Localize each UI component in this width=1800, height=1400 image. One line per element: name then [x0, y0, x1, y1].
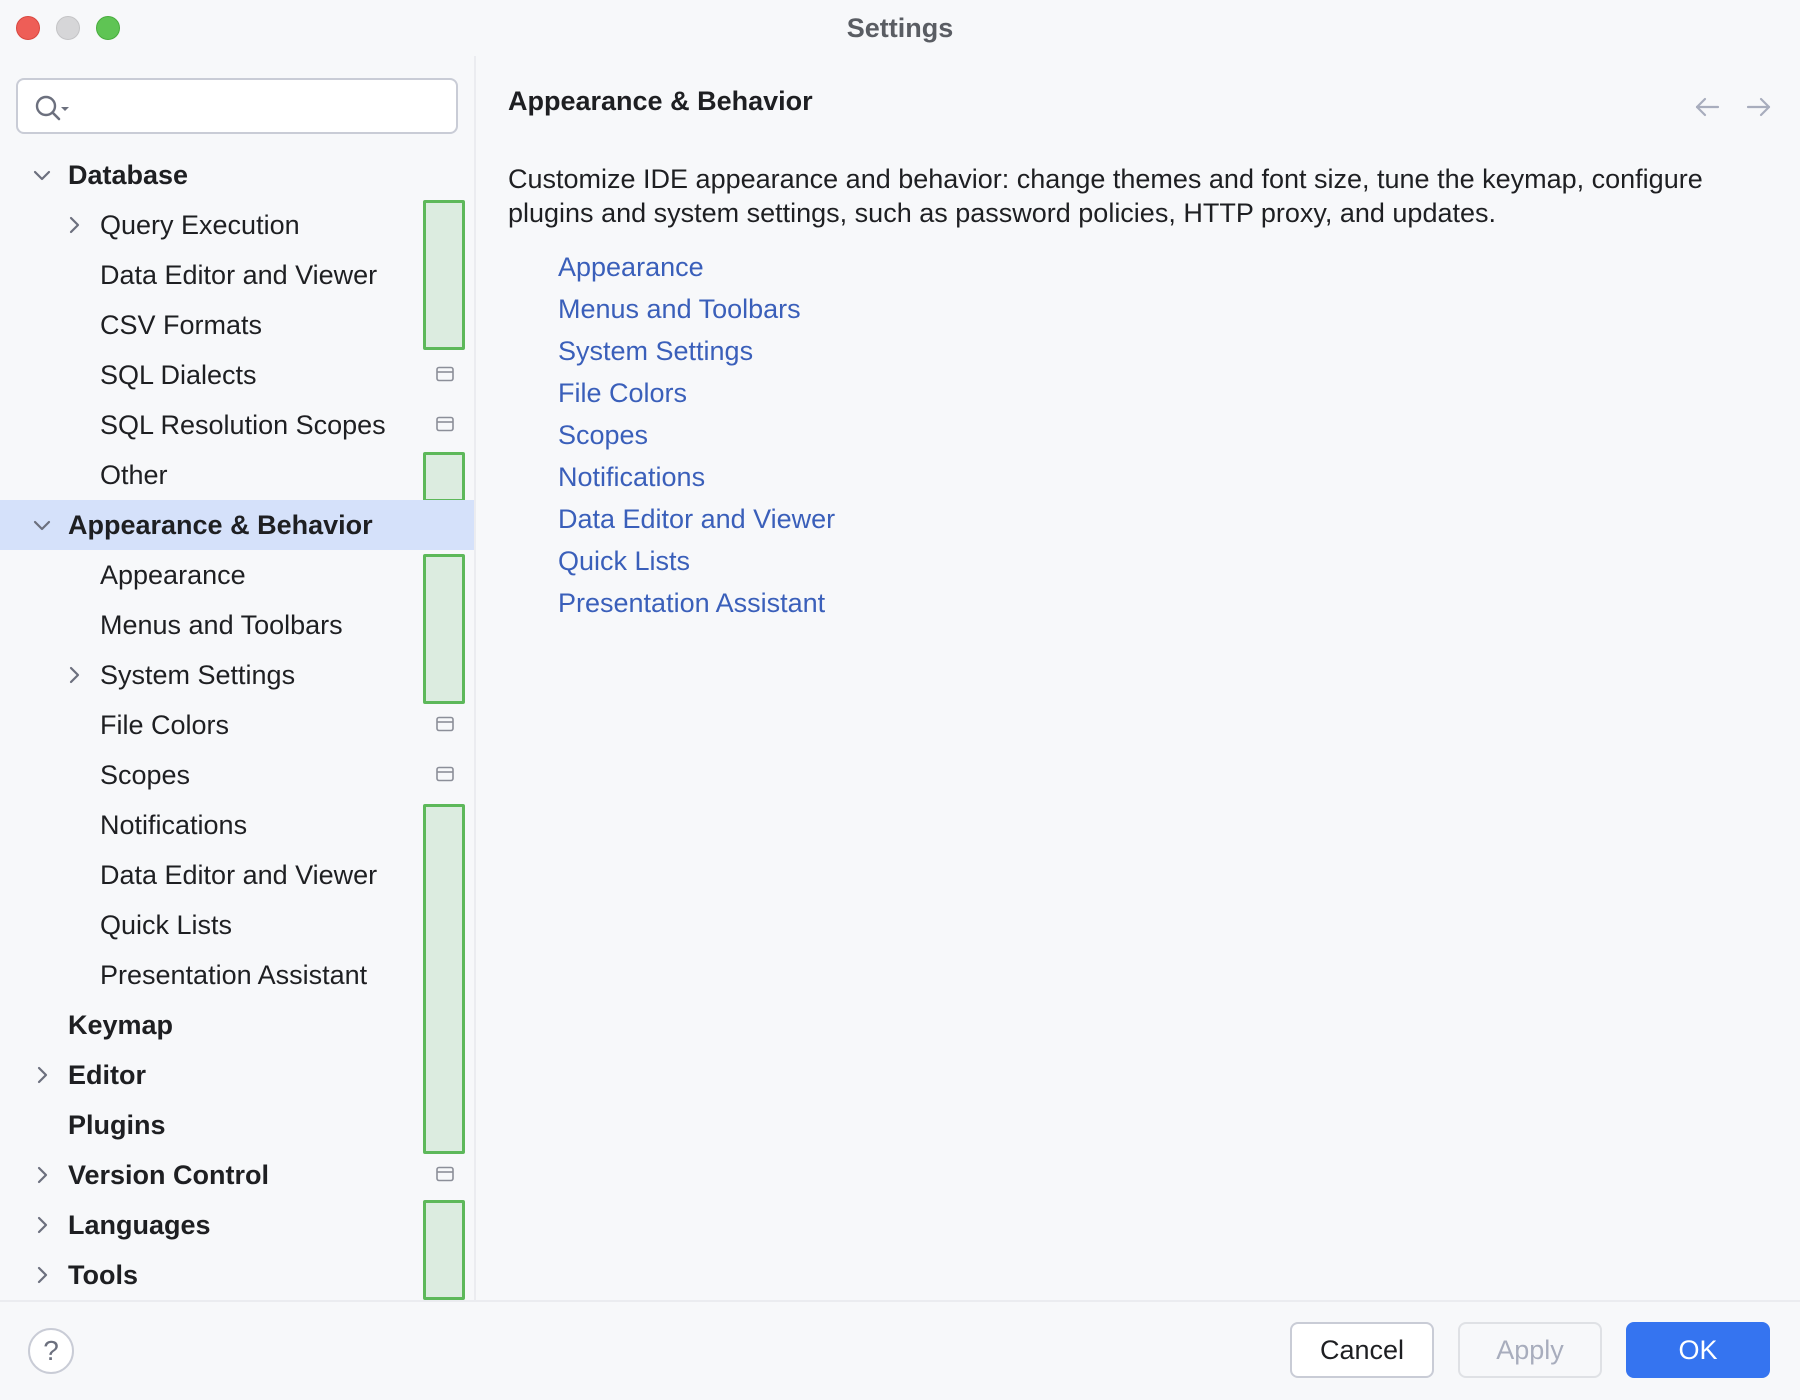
tree-item-label: Data Editor and Viewer [100, 260, 378, 290]
tree-item-keymap[interactable]: Keymap [0, 1000, 474, 1050]
tree-item-label: Editor [68, 1060, 146, 1090]
tree-item-label: Database [68, 160, 189, 190]
arrow-left-icon[interactable] [1692, 92, 1722, 122]
tree-item-sql-resolution-scopes[interactable]: SQL Resolution Scopes [0, 400, 474, 450]
dialog-footer: ? Cancel Apply OK [0, 1302, 1800, 1400]
page-title: Appearance & Behavior [508, 86, 813, 116]
tree-item-scopes[interactable]: Scopes [0, 750, 474, 800]
settings-sidebar: Database Query Execution Data Editor and… [0, 56, 474, 1300]
page-description: Customize IDE appearance and behavior: c… [508, 164, 1703, 228]
link-scopes[interactable]: Scopes [558, 420, 649, 450]
zoom-window-button[interactable] [96, 16, 120, 40]
settings-content: Appearance & Behavior Customize IDE appe… [476, 56, 1800, 1300]
tree-item-label: Appearance & Behavior [68, 510, 373, 540]
project-level-icon [436, 766, 454, 782]
help-button[interactable]: ? [28, 1328, 74, 1374]
tree-item-query-execution[interactable]: Query Execution [0, 200, 474, 250]
project-level-icon [436, 716, 454, 732]
link-quick-lists[interactable]: Quick Lists [558, 546, 691, 576]
tree-item-label: Query Execution [100, 210, 300, 240]
tree-item-languages[interactable]: Languages [0, 1200, 474, 1250]
link-appearance[interactable]: Appearance [558, 252, 704, 282]
search-icon [35, 95, 69, 121]
tree-item-label: SQL Dialects [100, 360, 257, 390]
link-notifications[interactable]: Notifications [558, 462, 706, 492]
title-bar: Settings [0, 0, 1800, 56]
tree-item-database[interactable]: Database [0, 150, 474, 200]
tree-item-appearance-behavior[interactable]: Appearance & Behavior [0, 500, 474, 550]
tree-item-quick-lists[interactable]: Quick Lists [0, 900, 474, 950]
chevron-right-icon[interactable] [30, 1263, 54, 1287]
footer-divider [0, 1300, 1800, 1302]
project-level-icon [436, 366, 454, 382]
chevron-down-icon[interactable] [30, 513, 54, 537]
tree-item-label: Version Control [68, 1160, 270, 1190]
tree-item-version-control[interactable]: Version Control [0, 1150, 474, 1200]
tree-item-file-colors[interactable]: File Colors [0, 700, 474, 750]
tree-item-appearance[interactable]: Appearance [0, 550, 474, 600]
tree-item-sql-dialects[interactable]: SQL Dialects [0, 350, 474, 400]
tree-item-label: Plugins [68, 1110, 166, 1140]
modified-marker [423, 1200, 465, 1300]
project-level-icon [436, 1166, 454, 1182]
tree-item-tools[interactable]: Tools [0, 1250, 474, 1300]
tree-item-editor[interactable]: Editor [0, 1050, 474, 1100]
tree-item-label: Notifications [100, 810, 248, 840]
chevron-right-icon[interactable] [30, 1213, 54, 1237]
search-input[interactable] [16, 78, 458, 134]
tree-item-csv-formats[interactable]: CSV Formats [0, 300, 474, 350]
minimize-window-button[interactable] [56, 16, 80, 40]
tree-item-data-editor-and-viewer[interactable]: Data Editor and Viewer [0, 250, 474, 300]
arrow-right-icon[interactable] [1744, 92, 1774, 122]
tree-item-label: Languages [68, 1210, 211, 1240]
tree-item-label: Scopes [100, 760, 191, 790]
tree-item-label: Data Editor and Viewer [100, 860, 378, 890]
apply-button[interactable]: Apply [1458, 1322, 1602, 1378]
tree-item-presentation-assistant[interactable]: Presentation Assistant [0, 950, 474, 1000]
tree-item-menus-and-toolbars[interactable]: Menus and Toolbars [0, 600, 474, 650]
tree-item-label: SQL Resolution Scopes [100, 410, 386, 440]
modified-marker [423, 452, 465, 502]
tree-item-other[interactable]: Other [0, 450, 474, 500]
tree-item-label: CSV Formats [100, 310, 263, 340]
link-presentation-assistant[interactable]: Presentation Assistant [558, 588, 826, 618]
tree-item-data-editor-and-viewer[interactable]: Data Editor and Viewer [0, 850, 474, 900]
cancel-button[interactable]: Cancel [1290, 1322, 1434, 1378]
tree-item-label: Presentation Assistant [100, 960, 368, 990]
tree-item-system-settings[interactable]: System Settings [0, 650, 474, 700]
modified-marker [423, 554, 465, 704]
modified-marker [423, 804, 465, 1154]
tree-item-plugins[interactable]: Plugins [0, 1100, 474, 1150]
tree-item-label: Menus and Toolbars [100, 610, 343, 640]
tree-item-label: Quick Lists [100, 910, 233, 940]
link-file-colors[interactable]: File Colors [558, 378, 688, 408]
sidebar-divider [474, 56, 476, 1300]
tree-item-label: System Settings [100, 660, 296, 690]
tree-item-label: File Colors [100, 710, 230, 740]
window-title: Settings [846, 13, 954, 43]
tree-item-label: Tools [68, 1260, 138, 1290]
tree-item-label: Other [100, 460, 168, 490]
link-data-editor-and-viewer[interactable]: Data Editor and Viewer [558, 504, 836, 534]
chevron-right-icon[interactable] [62, 663, 86, 687]
tree-item-notifications[interactable]: Notifications [0, 800, 474, 850]
tree-item-label: Appearance [100, 560, 246, 590]
modified-marker [423, 200, 465, 350]
chevron-right-icon[interactable] [62, 213, 86, 237]
link-menus-and-toolbars[interactable]: Menus and Toolbars [558, 294, 801, 324]
link-system-settings[interactable]: System Settings [558, 336, 754, 366]
tree-item-label: Keymap [68, 1010, 174, 1040]
ok-button[interactable]: OK [1626, 1322, 1770, 1378]
project-level-icon [436, 416, 454, 432]
close-window-button[interactable] [16, 16, 40, 40]
chevron-down-icon[interactable] [30, 163, 54, 187]
chevron-right-icon[interactable] [30, 1063, 54, 1087]
chevron-right-icon[interactable] [30, 1163, 54, 1187]
